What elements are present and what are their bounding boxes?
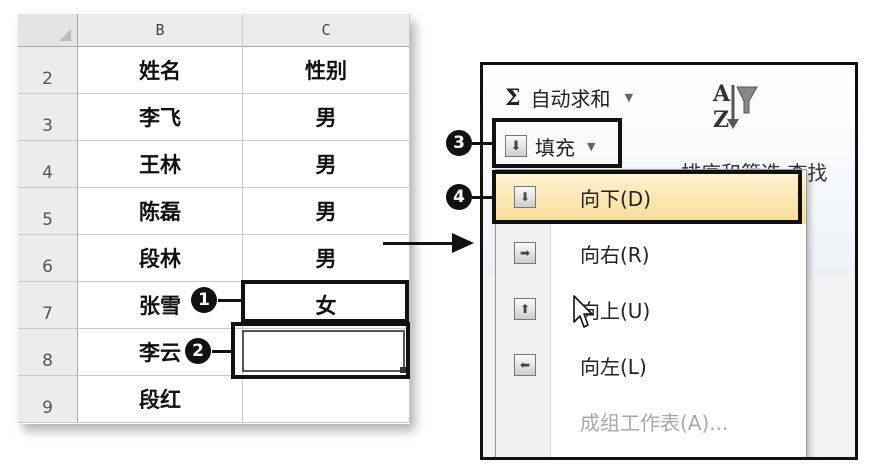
table-row: 7 张雪 女 [18,282,410,329]
menu-item-label: 向左(L) [580,354,647,379]
arrow-left-icon: ⬅ [514,354,536,376]
select-all-corner[interactable] [18,14,78,47]
arrow-right-icon: ➡ [514,242,536,264]
sort-filter-icon[interactable]: A Z [711,79,759,131]
autosum-button[interactable]: Σ 自动求和 ▼ [505,83,633,112]
fill-handle[interactable] [400,367,406,373]
callout-box-c7 [241,280,409,323]
autosum-label: 自动求和 [530,87,611,111]
cell-b7[interactable]: 张雪 [78,282,243,329]
menu-item-group-sheets: 成组工作表(A)... [496,394,806,448]
svg-text:Z: Z [713,107,729,131]
column-header-row: B C [18,14,410,47]
chevron-down-icon: ▼ [587,139,596,153]
table-row: 3 李飞 男 [18,94,410,141]
callout-box-c8 [231,322,410,379]
mouse-pointer-icon [573,295,593,328]
svg-text:A: A [712,81,731,107]
cell-c3[interactable]: 男 [243,94,410,141]
row-header[interactable]: 3 [18,94,78,141]
arrow-up-icon: ⬆ [514,298,536,320]
callout-badge-2: 2 [185,338,211,364]
cell-b2[interactable]: 姓名 [78,47,243,94]
chevron-down-icon: ▼ [624,91,634,104]
cell-c5[interactable]: 男 [243,188,410,235]
row-header[interactable]: 2 [18,47,78,94]
fill-label: 填充 [535,135,575,160]
menu-item-fill-left[interactable]: ⬅ 向左(L) [496,338,806,392]
table-row: 9 段红 [18,376,410,423]
row-header[interactable]: 5 [18,188,78,235]
selection-border [242,330,405,372]
menu-item-fill-down[interactable]: ⬇ 向下(D) [496,170,806,224]
spreadsheet: B C 2 姓名 性别 3 李飞 男 4 王林 男 5 陈磊 男 6 段林 男 … [18,14,410,424]
callout-badge-4: 4 [446,184,472,210]
fill-down-icon: ⬇ [505,135,527,157]
menu-item-label: 向上(U) [580,298,651,323]
menu-item-label: 向右(R) [580,242,650,267]
row-header[interactable]: 9 [18,376,78,423]
row-header[interactable]: 6 [18,235,78,282]
row-header[interactable]: 7 [18,282,78,329]
callout-line-1 [218,299,242,302]
cell-b9[interactable]: 段红 [78,376,243,423]
menu-item-fill-right[interactable]: ➡ 向右(R) [496,226,806,280]
cell-b5[interactable]: 陈磊 [78,188,243,235]
row-header[interactable]: 8 [18,329,78,376]
table-row: 6 段林 男 [18,235,410,282]
callout-line-3 [472,142,493,145]
cell-c9[interactable] [243,376,410,423]
flow-arrow-head-icon [452,233,474,253]
table-row: 5 陈磊 男 [18,188,410,235]
callout-line-4 [472,196,493,199]
row-header[interactable]: 4 [18,141,78,188]
callout-box-fill [492,118,622,168]
fill-button[interactable]: ⬇ 填充 ▼ [497,127,603,165]
cell-b4[interactable]: 王林 [78,141,243,188]
cell-b3[interactable]: 李飞 [78,94,243,141]
cell-b6[interactable]: 段林 [78,235,243,282]
cell-c4[interactable]: 男 [243,141,410,188]
callout-line-2 [212,350,232,353]
table-row: 2 姓名 性别 [18,47,410,94]
callout-badge-1: 1 [191,287,217,313]
menu-item-label: 成组工作表(A)... [580,410,729,435]
menu-item-label: 向下(D) [580,186,652,211]
column-header-b[interactable]: B [78,14,243,47]
column-header-c[interactable]: C [243,14,410,47]
arrow-down-icon: ⬇ [514,186,536,208]
table-row: 8 李云 [18,329,410,376]
flow-arrow-line [383,242,455,245]
cell-c7[interactable]: 女 [243,282,410,329]
cell-c2[interactable]: 性别 [243,47,410,94]
fill-dropdown-menu: ⬇ 向下(D) ➡ 向右(R) ⬆ 向上(U) ⬅ 向左(L) 成组工作表(A)… [495,169,807,457]
table-row: 4 王林 男 [18,141,410,188]
callout-badge-3: 3 [446,130,472,156]
menu-item-fill-up[interactable]: ⬆ 向上(U) [496,282,806,336]
sigma-icon: Σ [505,84,521,111]
callout-box-fill-down [492,170,802,224]
